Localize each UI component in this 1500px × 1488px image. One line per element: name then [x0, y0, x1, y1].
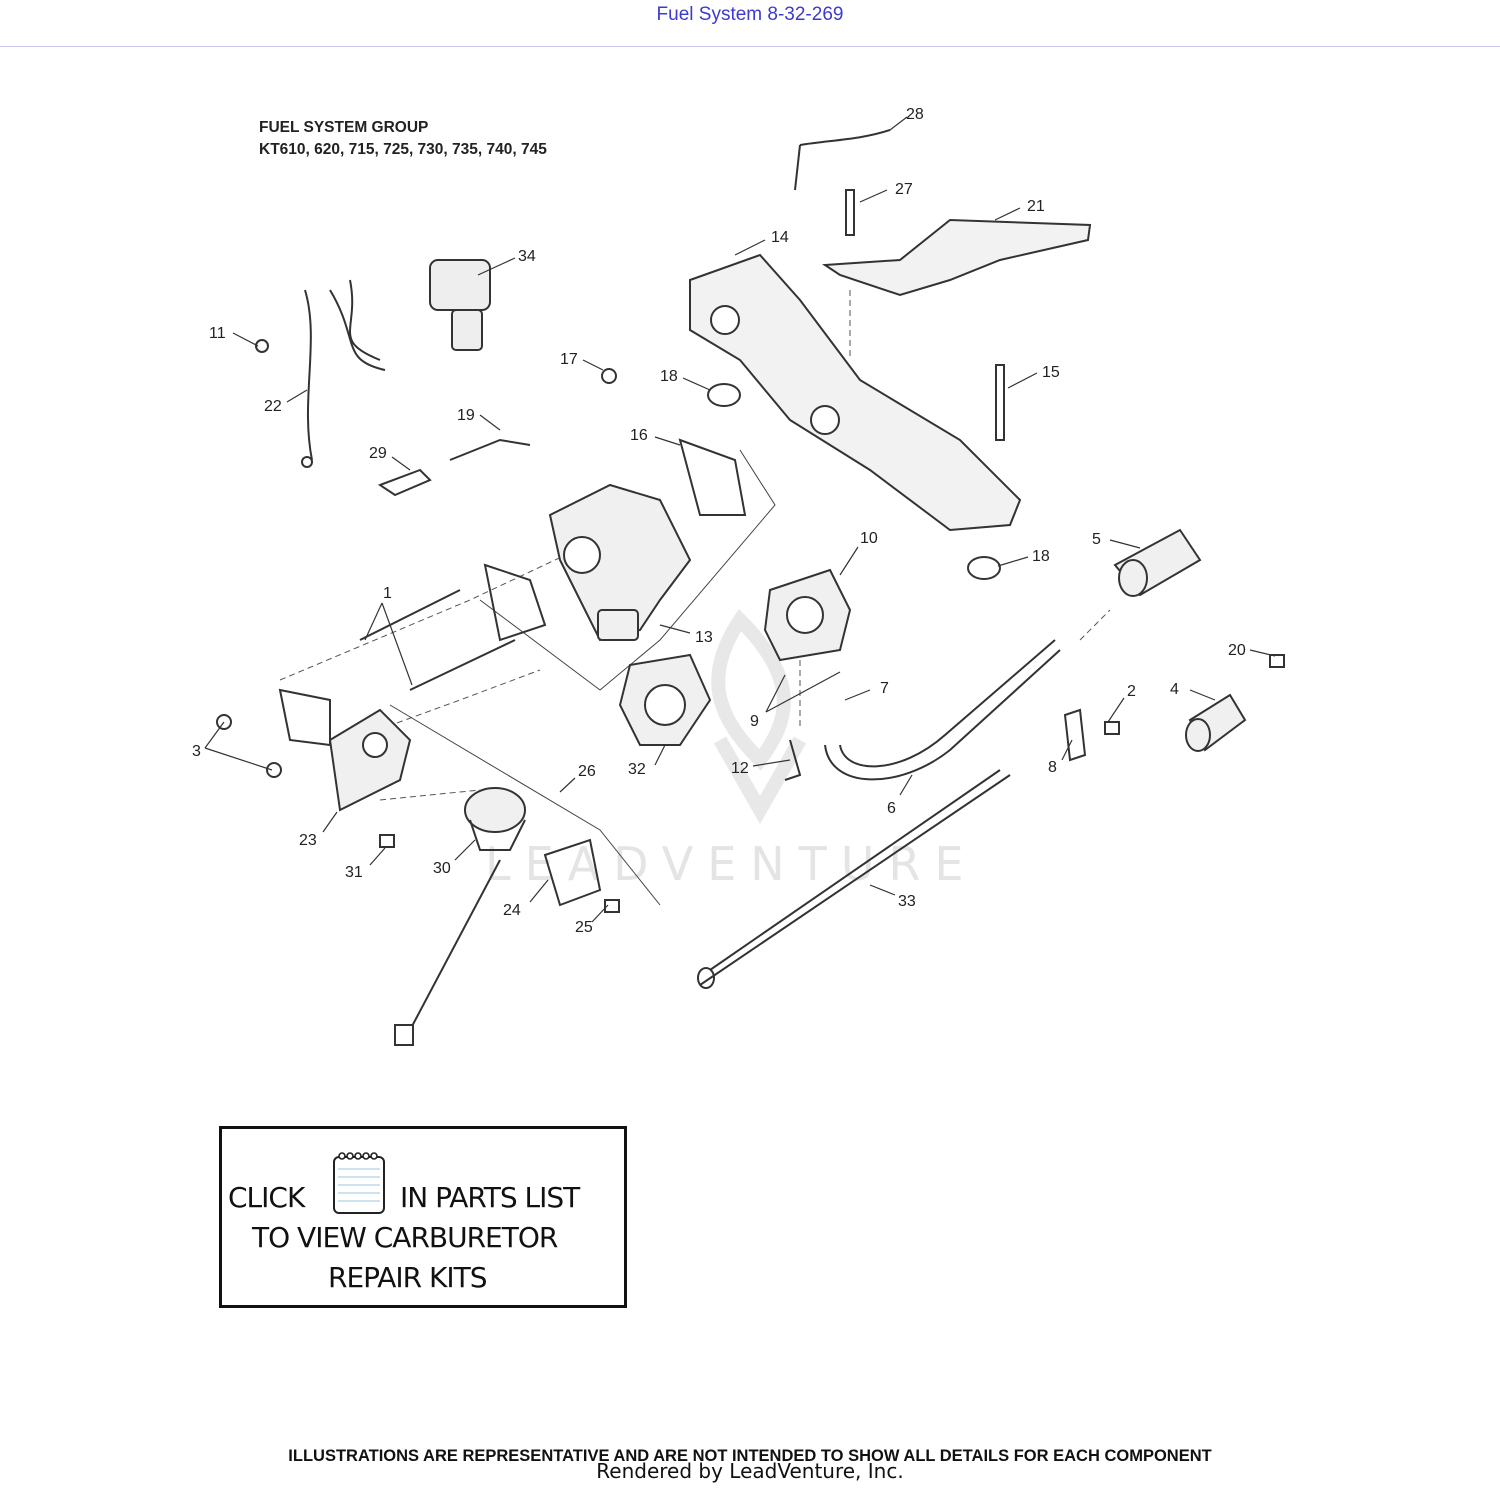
kit-view-carburetor-label: TO VIEW CARBURETOR: [252, 1221, 558, 1254]
callout-1: 1: [383, 585, 392, 602]
carburetor-13: [548, 483, 692, 642]
callout-24: 24: [503, 902, 521, 919]
callout-13: 13: [695, 629, 713, 646]
callout-20: 20: [1228, 642, 1246, 659]
callout-31: 31: [345, 864, 363, 881]
fuel-pump-32: [618, 653, 712, 746]
callout-numbers: 1 2 3 4 5 6 7 8 9 10 11 12 13 14 15 16 1…: [192, 106, 1246, 936]
studs-1: [359, 589, 516, 691]
callout-5: 5: [1092, 531, 1101, 548]
callout-3: 3: [192, 743, 201, 760]
fuel-filter-4: [1185, 693, 1247, 752]
page-title: Fuel System 8-32-269: [656, 4, 844, 25]
model-list: KT610, 620, 715, 725, 730, 735, 740, 745: [259, 141, 547, 158]
callout-32: 32: [628, 761, 646, 778]
callout-29: 29: [369, 445, 387, 462]
callout-8: 8: [1048, 759, 1057, 776]
callout-26: 26: [578, 763, 596, 780]
outline-lines: [389, 449, 776, 906]
callout-34: 34: [518, 248, 536, 265]
callout-10: 10: [860, 530, 878, 547]
fuel-lines: [697, 639, 1061, 989]
group-title: FUEL SYSTEM GROUP: [259, 119, 429, 136]
callout-25: 25: [575, 919, 593, 936]
callout-19: 19: [457, 407, 475, 424]
callout-33: 33: [898, 893, 916, 910]
throttle-body-30: [394, 787, 526, 1046]
callout-12: 12: [731, 760, 749, 777]
callout-27: 27: [895, 181, 913, 198]
callout-15: 15: [1042, 364, 1060, 381]
rendered-by-credit: Rendered by LeadVenture, Inc.: [596, 1459, 904, 1483]
illustration-disclaimer: ILLUSTRATIONS ARE REPRESENTATIVE AND ARE…: [288, 1447, 1212, 1465]
intake-manifold-14: [689, 253, 1022, 532]
callout-17: 17: [560, 351, 578, 368]
callout-21: 21: [1027, 198, 1045, 215]
throttle-lever-21: [821, 218, 1092, 297]
fuel-pump-10: [763, 568, 852, 662]
callout-22: 22: [264, 398, 282, 415]
callout-11: 11: [209, 325, 226, 342]
wire-harness-22: [255, 279, 386, 468]
callout-16: 16: [630, 427, 648, 444]
fuel-filter-5: [1113, 528, 1202, 597]
callout-6: 6: [887, 800, 896, 817]
gaskets: [483, 383, 1001, 907]
diagram-title-block: FUEL SYSTEM GROUP KT610, 620, 715, 725, …: [259, 117, 547, 161]
carburetor-kit-notice: CLICK IN PARTS LIST TO VIEW CARBURETOR R…: [219, 1126, 627, 1308]
callout-7: 7: [880, 680, 889, 697]
watermark-text: LEADVENTURE: [485, 837, 978, 891]
notepad-icon: [333, 1152, 385, 1214]
callout-30: 30: [433, 860, 451, 877]
callout-14: 14: [771, 229, 789, 246]
callout-2: 2: [1127, 683, 1136, 700]
bracket-23: [278, 688, 412, 812]
callout-18-bottom: 18: [1032, 548, 1050, 565]
callout-4: 4: [1170, 681, 1179, 698]
exploded-parts-diagram: LEADVENTURE: [192, 106, 1285, 1046]
callout-28: 28: [906, 106, 924, 123]
watermark-logo: [711, 609, 807, 825]
callout-18-top: 18: [660, 368, 678, 385]
callout-9: 9: [750, 713, 759, 730]
kit-parts-list-label: IN PARTS LIST: [400, 1181, 580, 1214]
page-header: Fuel System 8-32-269: [0, 0, 1500, 47]
kit-repair-kits-label: REPAIR KITS: [328, 1261, 488, 1294]
leader-lines: [204, 116, 1276, 923]
callout-23: 23: [299, 832, 317, 849]
small-hardware: [216, 129, 1285, 913]
kit-click-label: CLICK: [228, 1181, 305, 1214]
idle-solenoid-34: [429, 259, 491, 351]
